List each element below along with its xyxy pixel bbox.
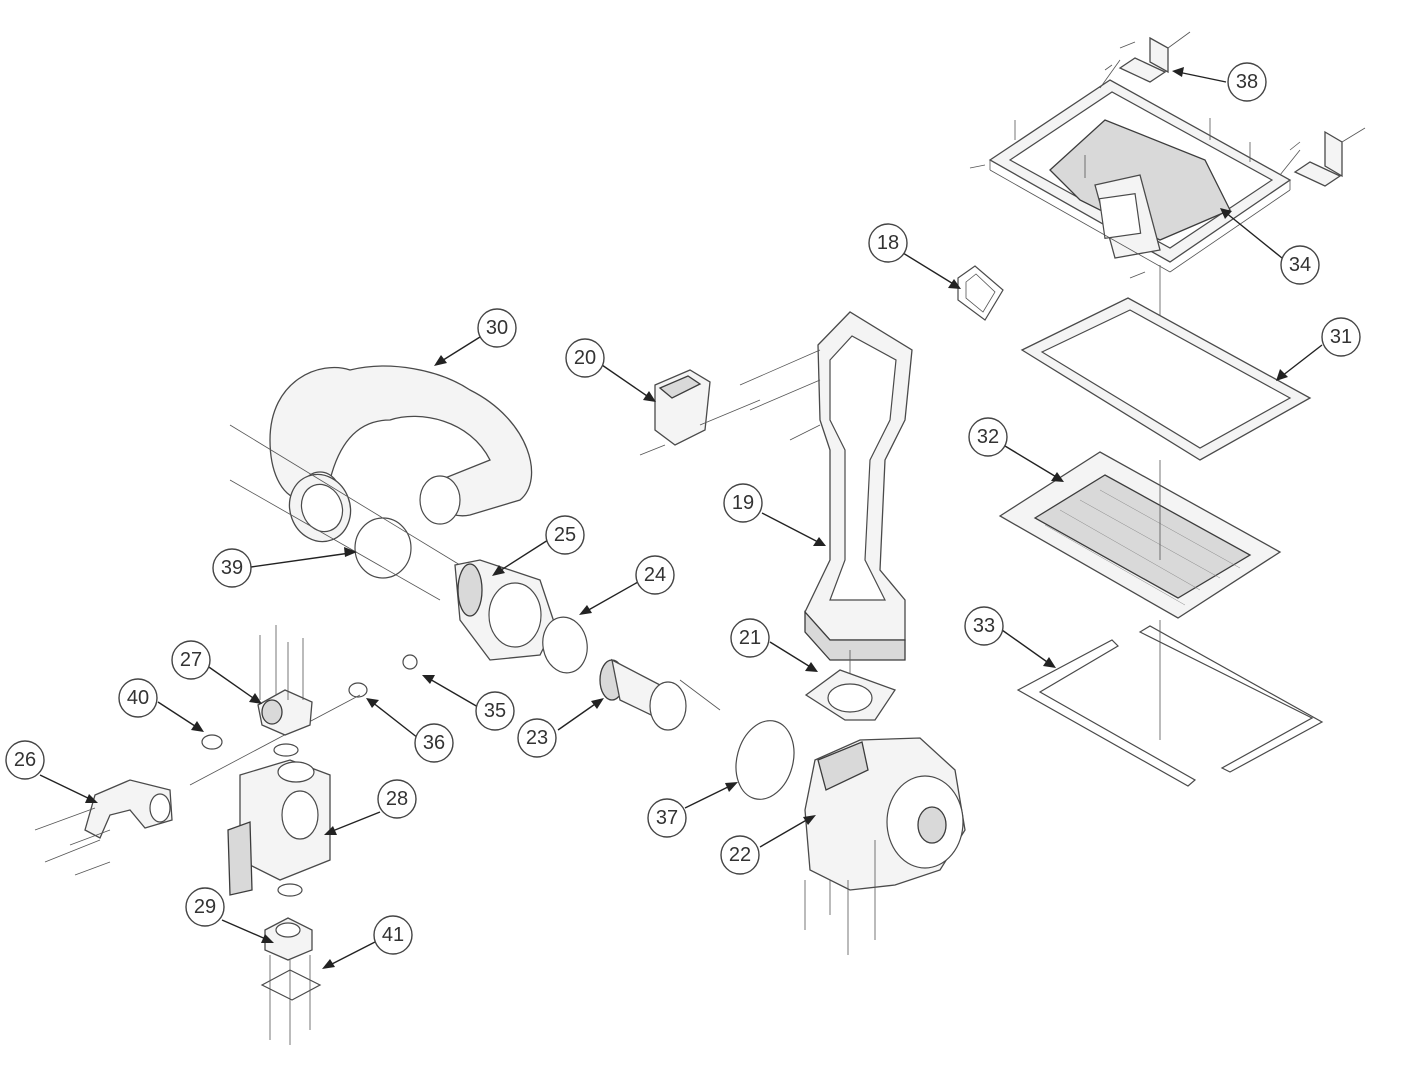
callout-25-label: 25 xyxy=(554,524,576,546)
part-20-module xyxy=(639,349,821,456)
part-22-blower xyxy=(804,737,966,955)
leader-lines xyxy=(39,67,1323,969)
callout-30-label: 30 xyxy=(486,317,508,339)
callout-18-label: 18 xyxy=(877,232,899,254)
callout-23-label: 23 xyxy=(526,727,548,749)
callout-30: 30 xyxy=(477,308,517,348)
callout-18: 18 xyxy=(868,223,908,263)
part-21-plate xyxy=(804,669,896,721)
callout-41: 41 xyxy=(373,915,413,955)
callout-21-label: 21 xyxy=(739,627,761,649)
part-32-mesh-filter xyxy=(998,451,1282,619)
part-33-rails xyxy=(1016,460,1324,787)
callout-19-label: 19 xyxy=(732,492,754,514)
callout-29-label: 29 xyxy=(194,896,216,918)
callout-28-label: 28 xyxy=(386,788,408,810)
callout-37-label: 37 xyxy=(656,807,678,829)
callout-26-label: 26 xyxy=(14,749,36,771)
callout-31: 31 xyxy=(1321,317,1361,357)
callout-26: 26 xyxy=(5,740,45,780)
callout-38: 38 xyxy=(1227,62,1267,102)
part-41-gasket xyxy=(260,955,322,1045)
callout-24: 24 xyxy=(635,555,675,595)
housing-screws xyxy=(969,118,1251,279)
part-24-ring xyxy=(542,616,588,674)
callout-37: 37 xyxy=(647,798,687,838)
part-18-gasket xyxy=(957,265,1004,321)
part-36-oring xyxy=(348,682,368,698)
callout-40: 40 xyxy=(118,678,158,718)
callout-39: 39 xyxy=(212,548,252,588)
callout-24-label: 24 xyxy=(644,564,666,586)
callout-38-label: 38 xyxy=(1236,71,1258,93)
part-40-oring xyxy=(201,734,223,750)
part-23-nozzle xyxy=(599,658,721,731)
callout-35: 35 xyxy=(475,691,515,731)
part-27-fitting xyxy=(257,625,313,757)
part-25-flange xyxy=(454,559,556,661)
part-35-washer xyxy=(402,654,418,670)
callout-27-label: 27 xyxy=(180,649,202,671)
part-38-brackets xyxy=(1104,31,1366,187)
part-37-oring xyxy=(735,720,795,800)
callout-19: 19 xyxy=(723,483,763,523)
callout-21: 21 xyxy=(730,618,770,658)
part-28-gas-valve xyxy=(227,759,331,897)
callout-25: 25 xyxy=(545,515,585,555)
part-39-flange-ring xyxy=(229,424,461,601)
callout-36: 36 xyxy=(414,723,454,763)
callout-35-label: 35 xyxy=(484,700,506,722)
callout-22-label: 22 xyxy=(729,844,751,866)
callout-20: 20 xyxy=(565,338,605,378)
callout-39-label: 39 xyxy=(221,557,243,579)
callout-22: 22 xyxy=(720,835,760,875)
callout-27: 27 xyxy=(171,640,211,680)
callout-31-label: 31 xyxy=(1330,326,1352,348)
callout-34: 34 xyxy=(1280,245,1320,285)
part-31-frame-gasket xyxy=(1020,297,1312,461)
callout-36-label: 36 xyxy=(423,732,445,754)
callout-33-label: 33 xyxy=(973,615,995,637)
callout-41-label: 41 xyxy=(382,924,404,946)
callout-32: 32 xyxy=(968,417,1008,457)
callout-23: 23 xyxy=(517,718,557,758)
part-29-fitting xyxy=(264,917,313,961)
callout-34-label: 34 xyxy=(1289,254,1311,276)
callout-32-label: 32 xyxy=(977,426,999,448)
callout-20-label: 20 xyxy=(574,347,596,369)
callout-29: 29 xyxy=(185,887,225,927)
callout-40-label: 40 xyxy=(127,687,149,709)
part-34-top-housing xyxy=(988,59,1301,370)
callout-28: 28 xyxy=(377,779,417,819)
part-26-elbow xyxy=(34,694,361,876)
callout-33: 33 xyxy=(964,606,1004,646)
part-19-duct xyxy=(804,311,913,720)
